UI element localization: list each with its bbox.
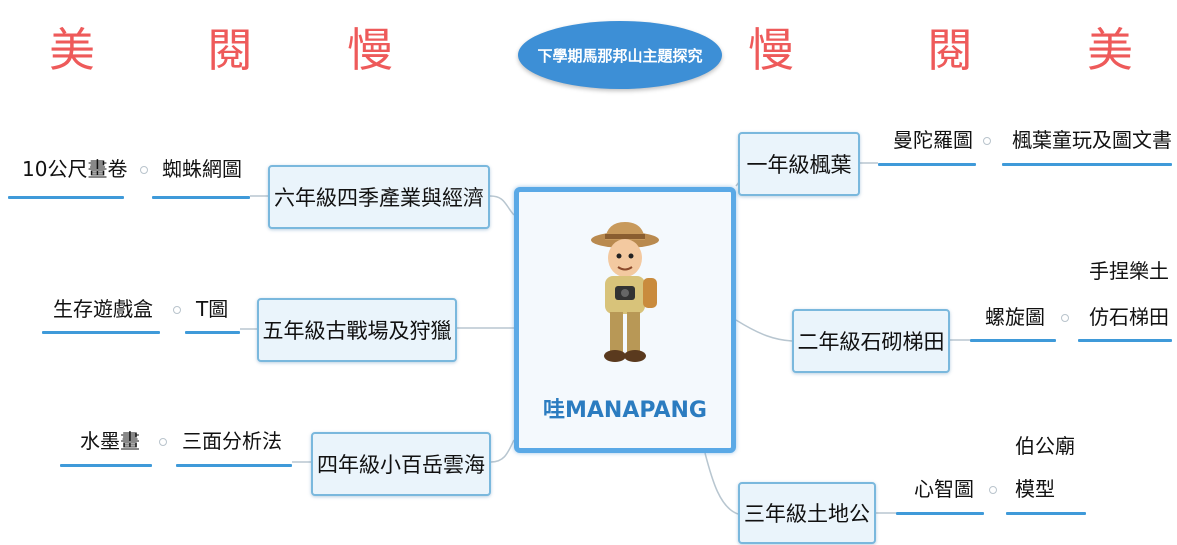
- header-char-left-3: 慢: [347, 23, 393, 77]
- header-char-left-2: 閱: [207, 23, 253, 77]
- header-char-right-1: 慢: [748, 23, 794, 77]
- node-dot-icon: [159, 438, 167, 446]
- node-dot-icon: [173, 306, 181, 314]
- explorer-figure-icon: [591, 222, 659, 362]
- leaf-mandala-chart: 曼陀羅圖: [893, 128, 973, 152]
- leaf-spiral-chart: 螺旋圖: [985, 305, 1045, 329]
- topic-grade1[interactable]: 一年級楓葉: [738, 132, 860, 196]
- leaf-earth-god-temple: 伯公廟: [1015, 434, 1075, 458]
- leaf-underline: [878, 163, 976, 166]
- leaf-underline: [176, 464, 292, 467]
- leaf-underline: [1078, 339, 1172, 342]
- center-node[interactable]: 哇MANAPANG: [514, 187, 736, 453]
- topic-grade6[interactable]: 六年級四季產業與經濟: [268, 165, 490, 229]
- topic-grade4[interactable]: 四年級小百岳雲海: [311, 432, 491, 496]
- leaf-t-chart: T圖: [196, 297, 229, 321]
- leaf-maple-toys-picture-book: 楓葉童玩及圖文書: [1012, 128, 1172, 152]
- header-char-right-3: 美: [1087, 23, 1133, 77]
- center-label: 哇MANAPANG: [543, 398, 707, 423]
- node-dot-icon: [1061, 314, 1069, 322]
- leaf-10m-scroll: 10公尺畫卷: [22, 157, 128, 181]
- leaf-underline: [185, 331, 240, 334]
- leaf-underline: [42, 331, 160, 334]
- leaf-underline: [60, 464, 152, 467]
- leaf-survival-game-box: 生存遊戲盒: [53, 297, 153, 321]
- leaf-ink-painting: 水墨畫: [80, 429, 140, 453]
- leaf-mind-map: 心智圖: [914, 477, 974, 501]
- leaf-underline: [1006, 512, 1086, 515]
- header-char-left-1: 美: [49, 23, 95, 77]
- topic-grade3[interactable]: 三年級土地公: [738, 482, 876, 544]
- leaf-underline: [970, 339, 1056, 342]
- header-char-right-2: 閱: [927, 23, 973, 77]
- leaf-model: 模型: [1015, 477, 1055, 501]
- node-dot-icon: [140, 166, 148, 174]
- topic-grade2[interactable]: 二年級石砌梯田: [792, 309, 950, 373]
- leaf-underline: [8, 196, 124, 199]
- leaf-underline: [896, 512, 984, 515]
- leaf-underline: [152, 196, 250, 199]
- leaf-three-side-analysis: 三面分析法: [182, 429, 282, 453]
- title-badge: 下學期馬那邦山主題探究: [518, 21, 722, 89]
- topic-grade5[interactable]: 五年級古戰場及狩獵: [257, 298, 457, 362]
- leaf-spider-web-map: 蜘蛛網圖: [162, 157, 242, 181]
- leaf-stone-terrace-model: 仿石梯田: [1089, 305, 1169, 329]
- node-dot-icon: [983, 137, 991, 145]
- leaf-underline: [1002, 163, 1172, 166]
- leaf-clay-modeling: 手捏樂土: [1089, 259, 1169, 283]
- node-dot-icon: [989, 486, 997, 494]
